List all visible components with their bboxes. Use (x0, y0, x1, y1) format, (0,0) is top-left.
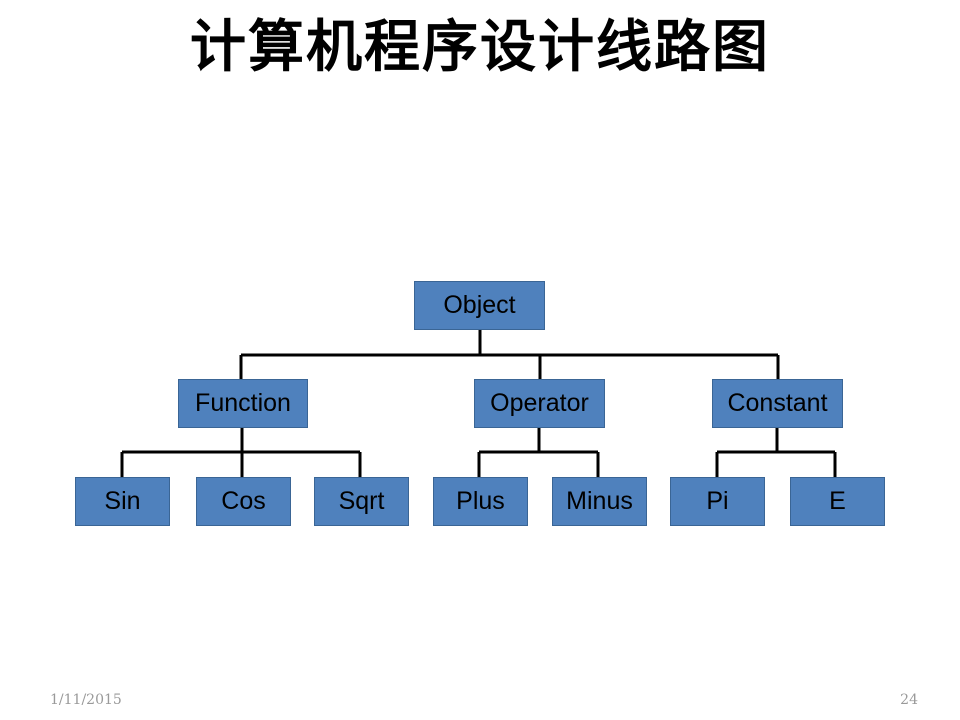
node-sqrt-label: Sqrt (338, 487, 385, 515)
node-constant[interactable]: Constant (712, 379, 843, 428)
node-e-label: E (829, 487, 846, 515)
footer-page-number: 24 (900, 692, 918, 708)
node-minus-label: Minus (566, 487, 633, 515)
node-operator-label: Operator (490, 389, 589, 417)
node-object-label: Object (443, 291, 516, 319)
page-title: 计算机程序设计线路图 (190, 14, 770, 80)
node-sqrt[interactable]: Sqrt (314, 477, 409, 526)
node-minus[interactable]: Minus (552, 477, 647, 526)
node-plus-label: Plus (456, 487, 505, 515)
node-plus[interactable]: Plus (433, 477, 528, 526)
node-pi-label: Pi (706, 487, 729, 515)
node-object[interactable]: Object (414, 281, 545, 330)
node-constant-label: Constant (727, 389, 828, 417)
node-pi[interactable]: Pi (670, 477, 765, 526)
node-cos-label: Cos (221, 487, 266, 515)
node-function[interactable]: Function (178, 379, 308, 428)
footer-date: 1/11/2015 (50, 692, 122, 708)
node-function-label: Function (195, 389, 291, 417)
node-sin[interactable]: Sin (75, 477, 170, 526)
node-operator[interactable]: Operator (474, 379, 605, 428)
node-e[interactable]: E (790, 477, 885, 526)
node-cos[interactable]: Cos (196, 477, 291, 526)
node-sin-label: Sin (104, 487, 141, 515)
